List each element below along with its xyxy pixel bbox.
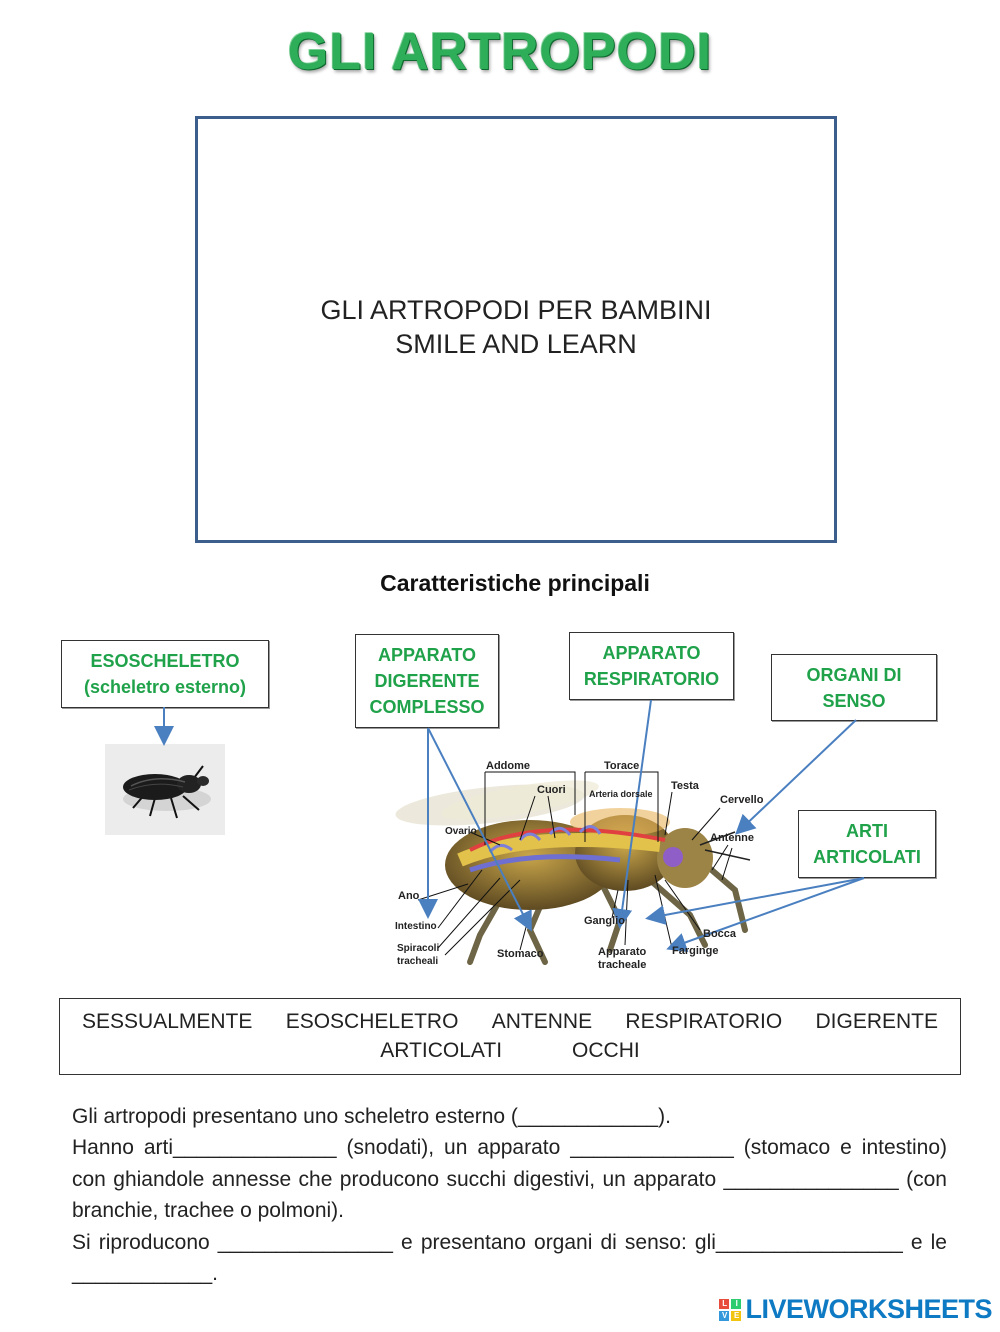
paragraph-line-3: Si riproducono _______________ e present… xyxy=(72,1230,947,1286)
diagram-label-ovario: Ovario xyxy=(445,826,477,837)
label-respiratorio-line1: APPARATO xyxy=(602,643,701,663)
paragraph-line-2: Hanno arti______________ (snodati), un a… xyxy=(72,1136,947,1223)
label-arti-articolati: ARTI ARTICOLATI xyxy=(798,810,936,878)
word-bank: SESSUALMENTE ESOSCHELETRO ANTENNE RESPIR… xyxy=(59,998,961,1075)
diagram-label-cervello: Cervello xyxy=(720,794,764,806)
label-arti-line2: ARTICOLATI xyxy=(813,847,921,867)
diagram-label-bocca: Bocca xyxy=(703,928,737,940)
diagram-label-apparato-2: tracheale xyxy=(598,959,646,971)
label-apparato-respiratorio: APPARATO RESPIRATORIO xyxy=(569,632,734,700)
diagram-label-arteria: Arteria dorsale xyxy=(589,789,653,799)
word-respiratorio[interactable]: RESPIRATORIO xyxy=(625,1010,783,1033)
word-sessualmente[interactable]: SESSUALMENTE xyxy=(82,1010,253,1033)
word-occhi[interactable]: OCCHI xyxy=(572,1039,640,1062)
diagram-label-stomaco: Stomaco xyxy=(497,948,544,960)
diagram-label-spiracoli-1: Spiracoli xyxy=(397,943,439,954)
beetle-photo xyxy=(105,744,225,835)
diagram-label-antenne: Antenne xyxy=(710,832,754,844)
diagram-label-addome: Addome xyxy=(486,760,530,772)
anatomy-diagram: Addome Torace Cuori Arteria dorsale Test… xyxy=(154,699,865,971)
word-esoscheletro[interactable]: ESOSCHELETRO xyxy=(285,1010,459,1033)
label-arti-line1: ARTI xyxy=(846,821,888,841)
video-title-line2: SMILE AND LEARN xyxy=(395,328,637,359)
word-digerente[interactable]: DIGERENTE xyxy=(815,1010,938,1033)
word-antenne[interactable]: ANTENNE xyxy=(491,1010,593,1033)
diagram-label-ano: Ano xyxy=(398,890,420,902)
label-esoscheletro-line1: ESOSCHELETRO xyxy=(90,651,240,671)
label-digerente-line2: DIGERENTE xyxy=(374,671,480,691)
diagram-label-apparato-1: Apparato xyxy=(598,946,647,958)
label-organi-di-senso: ORGANI DI SENSO xyxy=(771,654,937,721)
diagram-label-intestino: Intestino xyxy=(395,921,437,932)
diagram-label-testa: Testa xyxy=(671,780,700,792)
brand-name: LIVEWORKSHEETS xyxy=(745,1294,992,1324)
page-title: GLI ARTROPODI xyxy=(287,23,713,81)
video-title-line1: GLI ARTROPODI PER BAMBINI xyxy=(320,294,712,325)
label-esoscheletro-line2: (scheletro esterno) xyxy=(83,677,247,697)
label-digerente-line3: COMPLESSO xyxy=(369,697,485,717)
diagram-label-ganglio: Ganglio xyxy=(584,915,625,927)
label-apparato-digerente: APPARATO DIGERENTE COMPLESSO xyxy=(355,634,499,728)
diagram-label-spiracoli-2: tracheali xyxy=(397,956,438,967)
diagram-label-faringe: Farginge xyxy=(672,945,718,957)
video-embed[interactable]: GLI ARTROPODI PER BAMBINI SMILE AND LEAR… xyxy=(195,116,837,543)
label-organi-line1: ORGANI DI xyxy=(806,664,902,685)
paragraph-line-1: Gli artropodi presentano uno scheletro e… xyxy=(72,1105,671,1128)
diagram-label-cuori: Cuori xyxy=(537,784,566,796)
label-organi-line2: SENSO xyxy=(822,690,886,711)
section-heading: Caratteristiche principali xyxy=(380,570,650,596)
label-respiratorio-line2: RESPIRATORIO xyxy=(583,669,720,689)
fill-in-paragraph: Gli artropodi presentano uno scheletro e… xyxy=(72,1101,947,1289)
word-articolati[interactable]: ARTICOLATI xyxy=(380,1039,503,1062)
diagram-label-torace: Torace xyxy=(604,760,639,772)
label-digerente-line1: APPARATO xyxy=(377,645,476,665)
label-esoscheletro: ESOSCHELETRO (scheletro esterno) xyxy=(61,640,269,708)
